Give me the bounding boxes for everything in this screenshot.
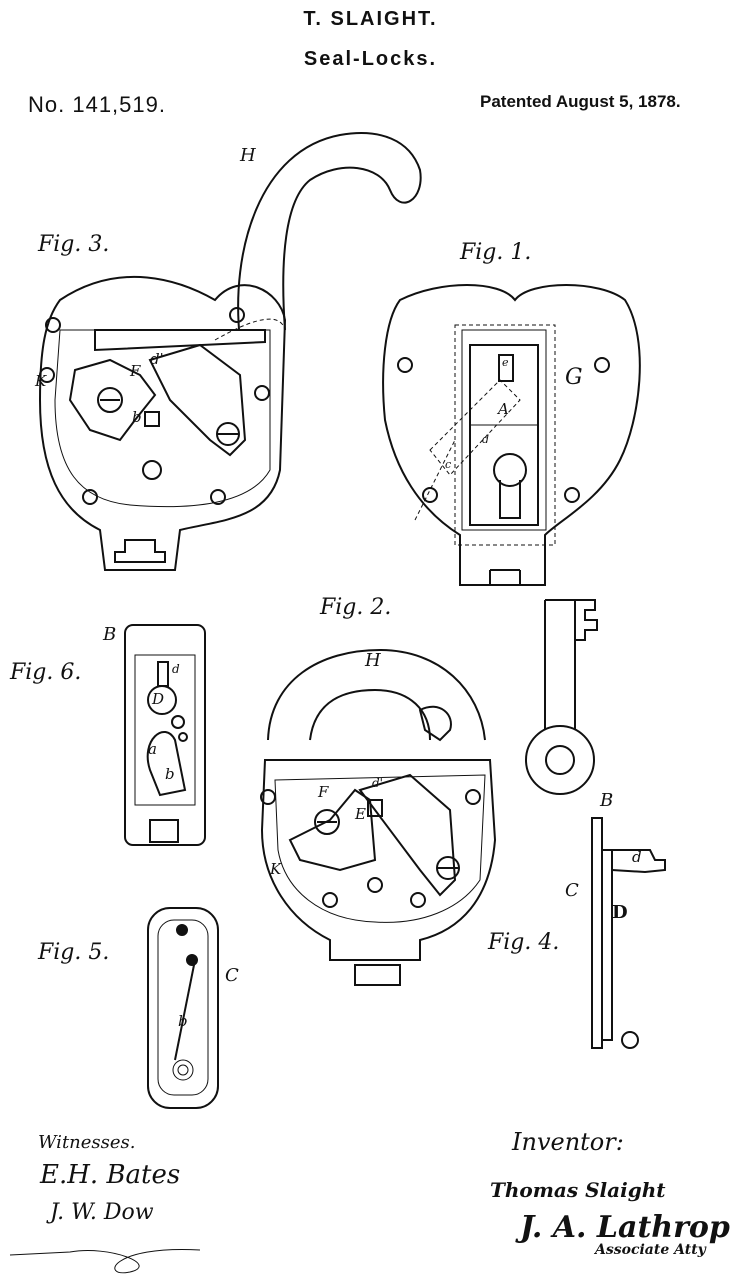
ref-K-fig3: K xyxy=(35,372,47,390)
fig5-drawing xyxy=(147,907,219,1109)
ref-A: A xyxy=(498,400,509,418)
ref-E: E xyxy=(355,805,366,823)
fig3-drawing xyxy=(38,132,422,571)
ref-dprime-fig2: d' xyxy=(372,776,383,790)
ref-C-fig4: C xyxy=(565,880,579,901)
fig6-label: Fig. 6. xyxy=(10,660,82,685)
fig4-label: Fig. 4. xyxy=(488,930,560,955)
signature-flourish xyxy=(9,1248,201,1274)
ref-b-fig6: b xyxy=(165,765,175,783)
ref-d-fig1: d xyxy=(482,433,490,446)
inventor-signature: Thomas Slaight xyxy=(490,1178,666,1202)
ref-F-fig3: F xyxy=(130,362,141,380)
inventor-name-heading: T. SLAIGHT. xyxy=(303,8,438,30)
ref-K-fig2: K xyxy=(270,860,282,878)
ref-D-fig4: D xyxy=(612,902,628,923)
ref-e: e xyxy=(502,356,509,369)
witness-signature-1: E.H. Bates xyxy=(40,1160,181,1190)
ref-C-fig5: C xyxy=(225,965,239,986)
ref-dprime-fig3: d' xyxy=(150,350,164,368)
ref-H-fig3: H xyxy=(240,145,256,166)
ref-B-fig4: B xyxy=(600,790,614,811)
ref-H-fig2: H xyxy=(365,650,381,671)
ref-F-fig2: F xyxy=(318,783,329,801)
witnesses-label: Witnesses. xyxy=(38,1132,136,1153)
attorney-title: Associate Atty xyxy=(595,1242,706,1258)
fig3-label: Fig. 3. xyxy=(38,232,110,257)
fig2-drawing xyxy=(260,648,497,986)
ref-d-fig4: d xyxy=(632,848,642,866)
ref-b-fig5: b xyxy=(178,1012,188,1030)
ref-d-fig6: d xyxy=(172,662,180,676)
ref-a-fig6: a xyxy=(148,740,157,758)
ref-B-fig6: B xyxy=(103,624,117,645)
attorney-signature: J. A. Lathrop xyxy=(520,1210,730,1245)
ref-G: G xyxy=(565,365,583,390)
patent-date: Patented August 5, 1878. xyxy=(480,92,681,111)
patent-title: Seal-Locks. xyxy=(303,48,438,70)
ref-c-fig1: c xyxy=(445,458,452,471)
fig4-drawing xyxy=(591,817,666,1049)
witness-signature-2: J. W. Dow xyxy=(50,1200,154,1225)
ref-b-fig3: b xyxy=(132,408,142,426)
fig2-label: Fig. 2. xyxy=(320,595,392,620)
fig6-drawing xyxy=(124,624,206,846)
patent-number: No. 141,519. xyxy=(28,92,166,117)
ref-D-fig6: D xyxy=(152,690,165,708)
key-drawing xyxy=(525,599,598,795)
fig1-label: Fig. 1. xyxy=(460,240,532,265)
fig5-label: Fig. 5. xyxy=(38,940,110,965)
fig1-drawing xyxy=(382,284,641,586)
inventor-label: Inventor: xyxy=(512,1128,624,1156)
